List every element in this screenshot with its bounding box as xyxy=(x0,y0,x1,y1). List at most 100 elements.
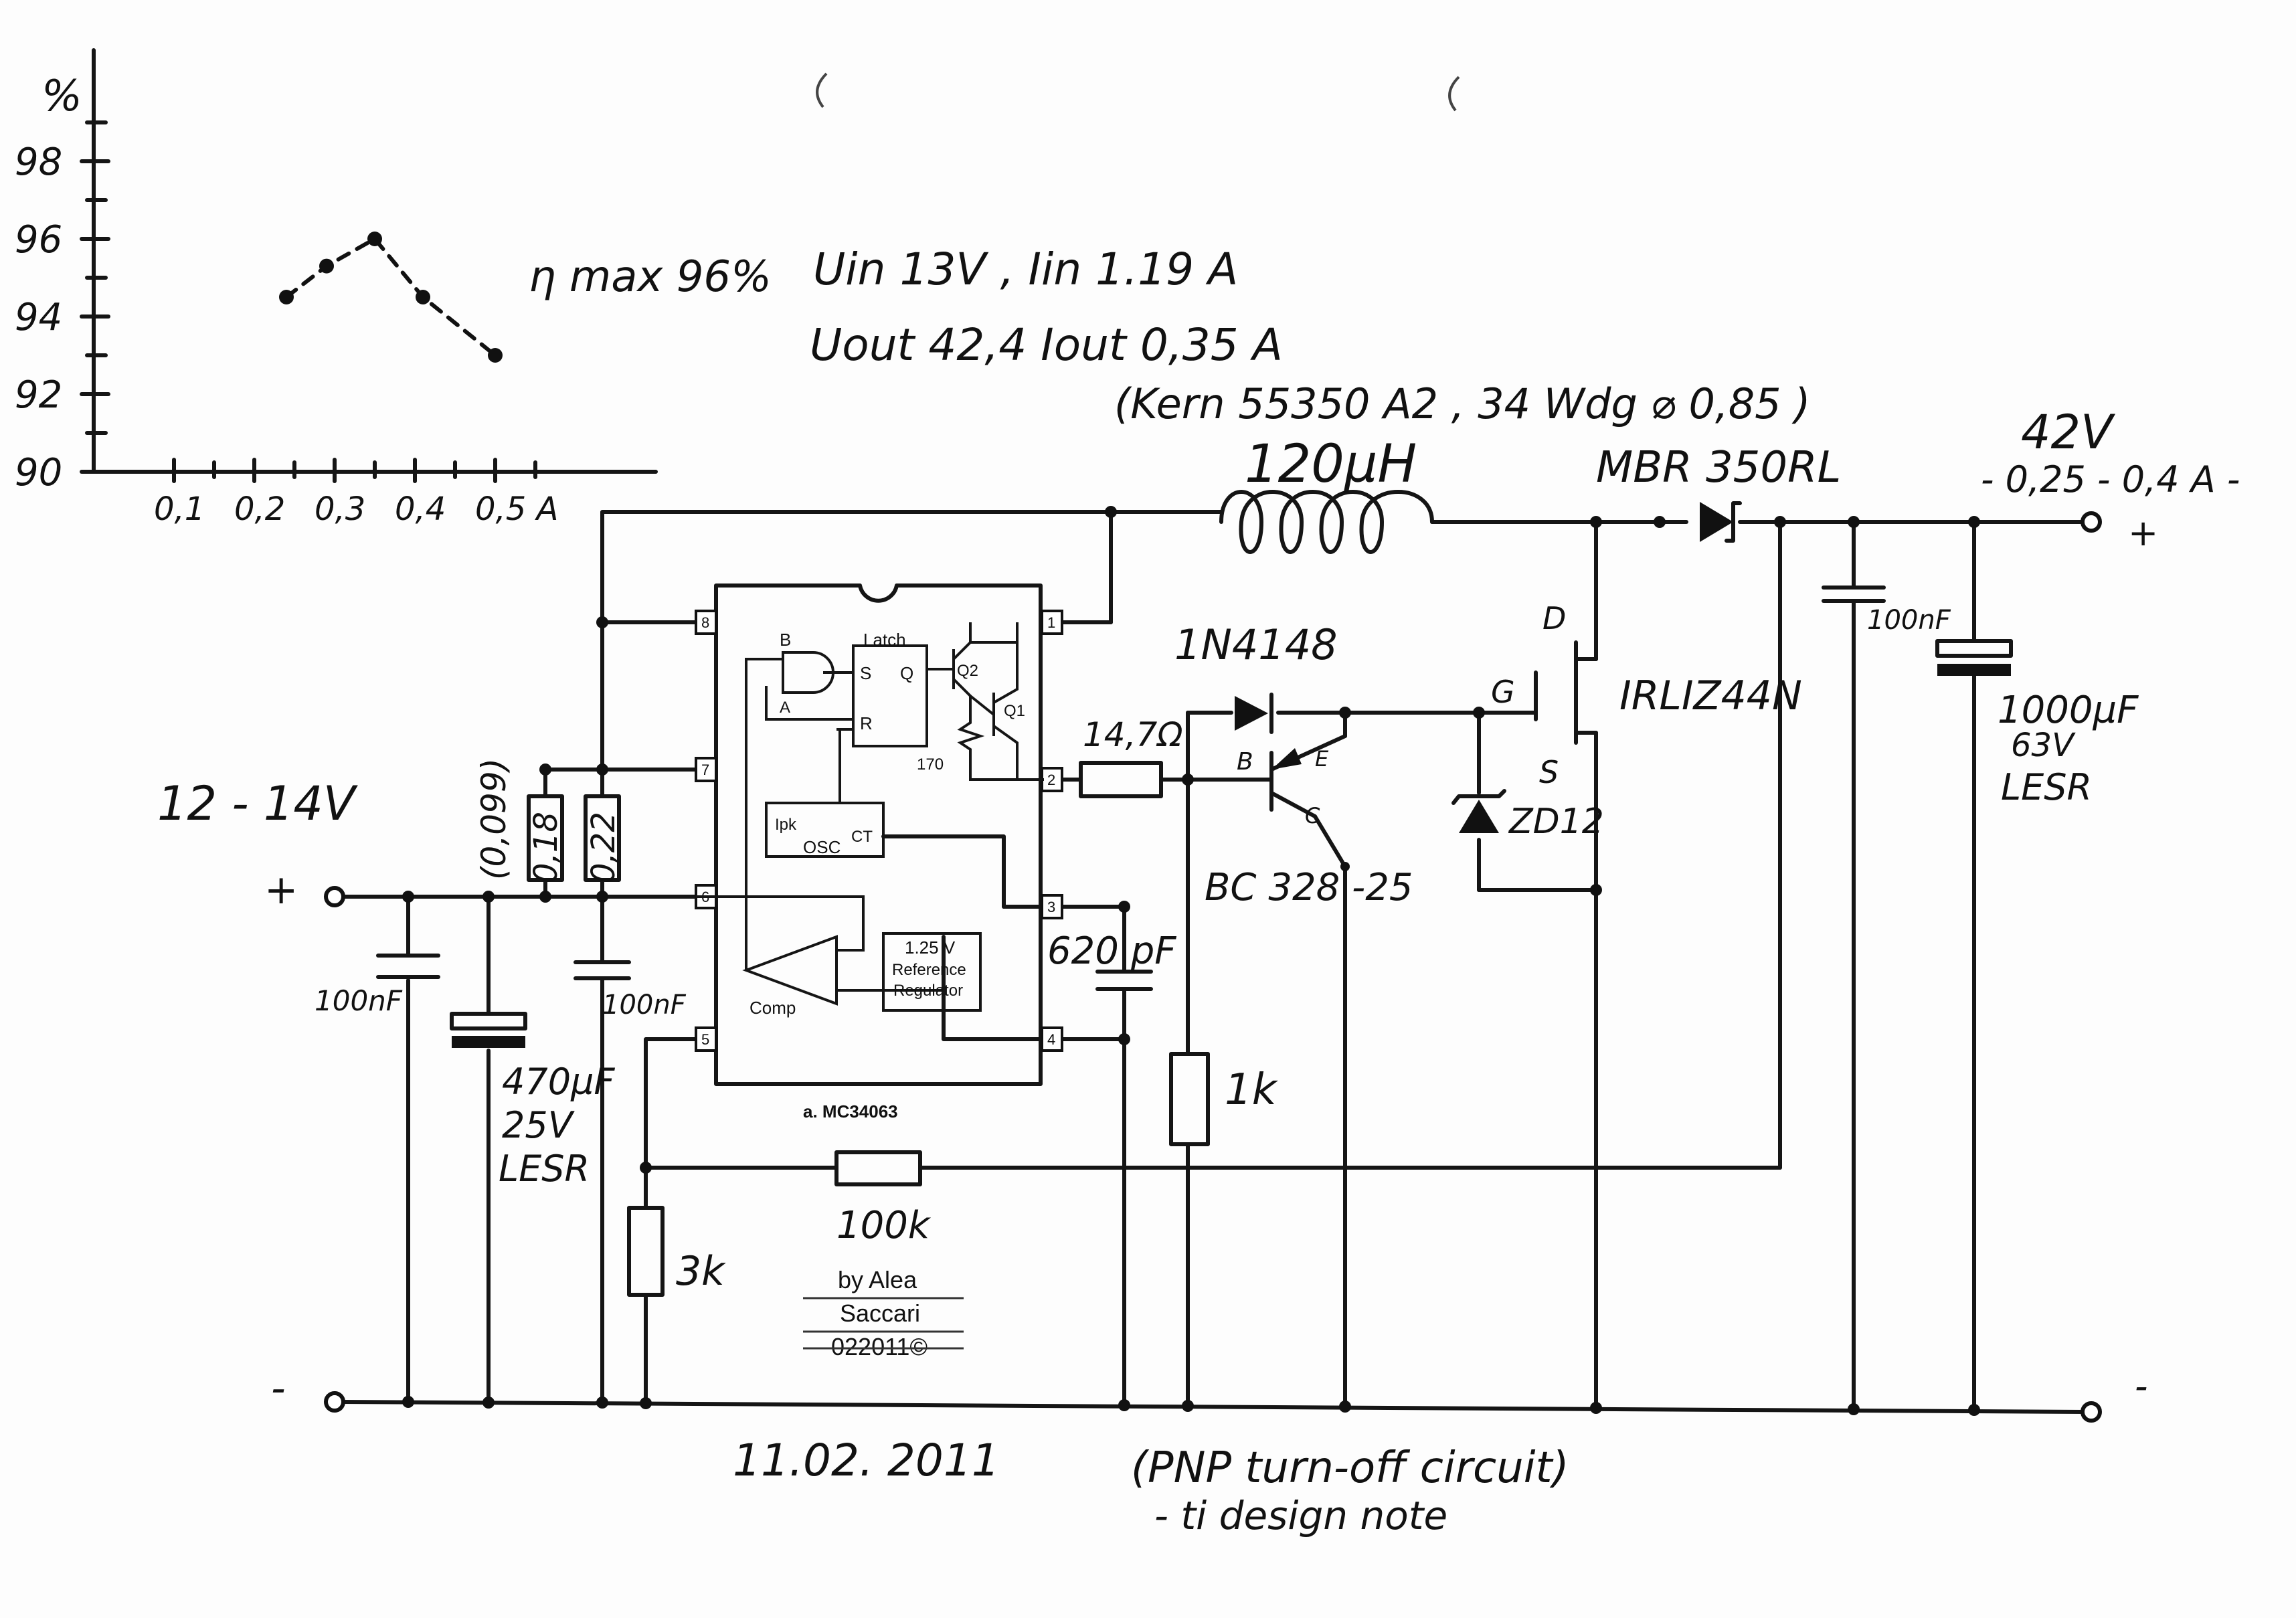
label-inductor: 120µH xyxy=(1245,434,1417,495)
ic-r170-label: 170 xyxy=(917,755,944,774)
vcc-cap-100n-symbol xyxy=(573,960,631,980)
ic-osc-label: OSC xyxy=(803,837,841,857)
ic-gate-a: A xyxy=(780,699,790,717)
pnp-transistor-symbol xyxy=(1269,734,1347,818)
input-plus-terminal xyxy=(324,886,345,907)
credit-line2: Saccari xyxy=(840,1299,920,1327)
ic-pin-box xyxy=(1041,610,1063,635)
label-transistor: BC 328 -25 xyxy=(1205,866,1413,909)
ic-pin-number: 4 xyxy=(1047,1031,1055,1048)
latch-block xyxy=(852,644,928,747)
ic-ref-line2: Reference xyxy=(892,961,966,979)
label-input-cap-470u: 470µF xyxy=(502,1061,615,1103)
input-cap-100n-symbol xyxy=(376,954,440,979)
chart-x-tick-label: 0,4 xyxy=(395,490,446,528)
efficiency-line xyxy=(284,236,497,357)
output-cap-1000u-symbol xyxy=(1935,639,2013,676)
label-source: S xyxy=(1539,754,1559,790)
input-minus-terminal xyxy=(324,1391,345,1413)
ic-pin-number: 8 xyxy=(701,614,709,631)
label-input-cap-100n: 100nF xyxy=(315,984,403,1017)
label-resistor-1k: 1k xyxy=(1225,1065,1279,1115)
note-output: Uout 42,4 Iout 0,35 A xyxy=(810,319,1283,371)
input-cap-470u-symbol xyxy=(450,1012,527,1048)
ic-pin-box xyxy=(695,1026,717,1052)
chart-x-tick-label: 0,3 xyxy=(315,490,365,528)
label-emitter: E xyxy=(1315,746,1329,772)
resistor-1k-symbol xyxy=(1169,1052,1210,1146)
ic-pin-number: 2 xyxy=(1047,772,1055,788)
label-output-current: - 0,25 - 0,4 A - xyxy=(1981,458,2240,501)
label-input-cap-esr: LESR xyxy=(499,1148,590,1190)
ic-name: a. MC34063 xyxy=(803,1101,898,1121)
output-plus-terminal xyxy=(2081,511,2102,533)
inductor-symbol xyxy=(1219,490,1434,554)
efficiency-point xyxy=(416,290,430,304)
resistor-3k-symbol xyxy=(627,1206,665,1297)
efficiency-point xyxy=(488,348,503,363)
ic-q1-label: Q1 xyxy=(1004,702,1025,720)
ic-pin-number: 7 xyxy=(701,761,709,778)
note-date: 11.02. 2011 xyxy=(733,1435,1000,1486)
label-gate: G xyxy=(1491,674,1515,710)
label-resistor-3k: 3k xyxy=(676,1248,726,1295)
ic-pin-box xyxy=(695,757,717,782)
label-mosfet: IRLIZ44N xyxy=(1619,672,1802,719)
schottky-diode-symbol xyxy=(1700,501,1775,543)
oscillator-block xyxy=(765,802,885,858)
comparator-block xyxy=(742,935,838,1006)
chart-y-tick-label: 92 xyxy=(15,373,62,417)
credit-line1: by Alea xyxy=(838,1266,917,1293)
ic-pin-box xyxy=(1041,1026,1063,1052)
label-input-voltage: 12 - 14V xyxy=(157,776,358,831)
label-input-cap-voltage: 25V xyxy=(502,1104,576,1146)
ic-latch-q: Q xyxy=(900,663,913,683)
chart-series xyxy=(279,232,503,363)
chart-y-tick-label: 96 xyxy=(15,218,62,262)
sense-resistor-018-symbol xyxy=(527,794,564,882)
credit-line3: 022011© xyxy=(831,1333,928,1360)
chart-x-tick-label: 0,1 xyxy=(154,490,205,528)
ic-ref-line3: Regulator xyxy=(893,982,963,1000)
label-resistor-100k: 100k xyxy=(836,1204,932,1247)
ic-comp-label: Comp xyxy=(749,998,796,1018)
chart-y-unit: % xyxy=(41,72,82,121)
mosfet-symbol xyxy=(1534,640,1578,745)
ic-latch-label: Latch xyxy=(863,630,906,650)
ic-pin-number: 1 xyxy=(1047,614,1055,631)
ic-q2-label: Q2 xyxy=(957,662,978,680)
note-pnp-circuit: (PNP turn-off circuit) xyxy=(1131,1443,1569,1493)
sense-resistor-022-symbol xyxy=(584,794,621,882)
label-output-cap-1000u: 1000µF xyxy=(1998,689,2139,732)
ic-pin-box xyxy=(1041,894,1063,919)
wires xyxy=(339,510,2087,1414)
output-minus-terminal xyxy=(2081,1401,2102,1423)
efficiency-point xyxy=(367,232,382,246)
ic-latch-s: S xyxy=(860,663,871,683)
output-cap-100n-symbol xyxy=(1822,586,1886,603)
ic-pin-number: 5 xyxy=(701,1031,709,1048)
label-output-cap-voltage: 63V xyxy=(2011,727,2076,764)
label-output-minus: - xyxy=(2135,1365,2148,1407)
chart-x-tick-label: 0,5 A xyxy=(475,490,558,528)
chart-x-tick-label: 0,2 xyxy=(234,490,285,528)
label-output-plus: + xyxy=(2128,512,2158,554)
label-zener: ZD12 xyxy=(1508,802,1604,842)
ic-ct-label: CT xyxy=(851,828,873,846)
label-input-minus: - xyxy=(271,1365,286,1412)
label-1n4148: 1N4148 xyxy=(1174,620,1338,669)
efficiency-point xyxy=(279,290,294,304)
label-timing-cap: 620 pF xyxy=(1047,929,1176,973)
label-input-plus: + xyxy=(264,867,298,913)
ic-pin-number: 3 xyxy=(1047,899,1055,915)
timing-cap-symbol xyxy=(1095,970,1153,991)
chart-y-tick-label: 98 xyxy=(15,141,62,184)
efficiency-point xyxy=(319,258,334,274)
reference-block xyxy=(882,932,982,1012)
ic-latch-r: R xyxy=(860,713,873,733)
ic-ref-line1: 1.25 V xyxy=(905,937,956,958)
